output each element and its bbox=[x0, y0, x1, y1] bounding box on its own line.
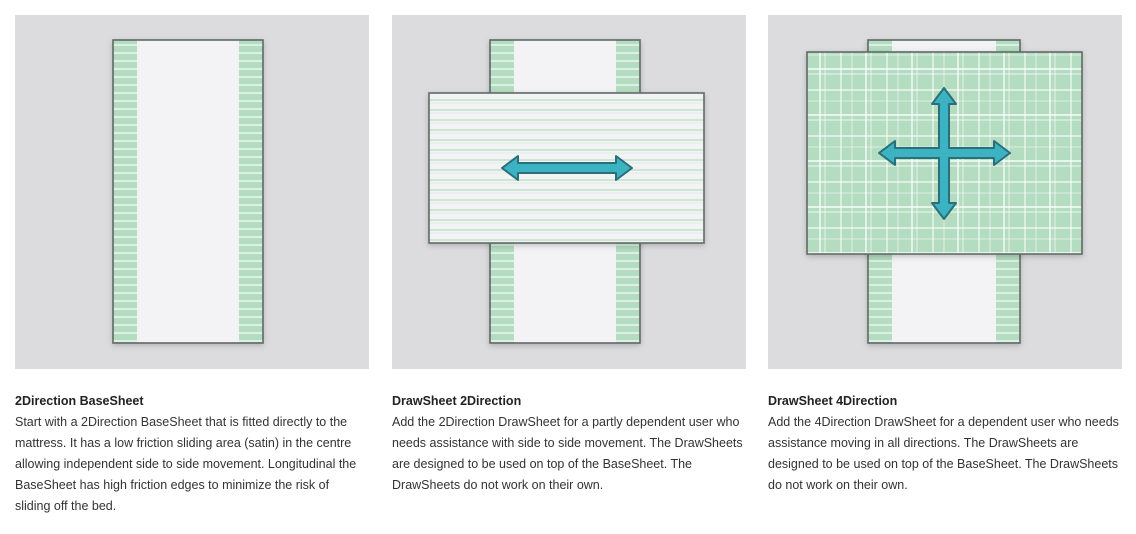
double-arrow-horizontal-icon bbox=[501, 155, 633, 181]
card-description: Start with a 2Direction BaseSheet that i… bbox=[15, 415, 357, 513]
card-description: Add the 4Direction DrawSheet for a depen… bbox=[768, 415, 1119, 492]
product-card-drawsheet-2direction: DrawSheet 2Direction Add the 2Direction … bbox=[392, 15, 746, 496]
four-way-arrow-icon bbox=[878, 87, 1011, 220]
card-title: 2Direction BaseSheet bbox=[15, 394, 144, 408]
drawsheet-4direction-diagram bbox=[806, 39, 1083, 344]
basesheet-illustration bbox=[15, 15, 369, 369]
drawsheet-2direction-illustration bbox=[392, 15, 746, 369]
card-title: DrawSheet 2Direction bbox=[392, 394, 522, 408]
right-high-friction-edge bbox=[239, 40, 263, 343]
drawsheet-2direction-diagram bbox=[428, 39, 705, 344]
basesheet bbox=[112, 39, 264, 344]
card-title: DrawSheet 4Direction bbox=[768, 394, 898, 408]
left-high-friction-edge bbox=[113, 40, 137, 343]
product-card-basesheet: 2Direction BaseSheet Start with a 2Direc… bbox=[15, 15, 369, 517]
drawsheet-4direction-illustration bbox=[768, 15, 1122, 369]
product-card-drawsheet-4direction: DrawSheet 4Direction Add the 4Direction … bbox=[768, 15, 1122, 496]
basesheet-diagram bbox=[112, 39, 264, 344]
card-description: Add the 2Direction DrawSheet for a partl… bbox=[392, 415, 743, 492]
